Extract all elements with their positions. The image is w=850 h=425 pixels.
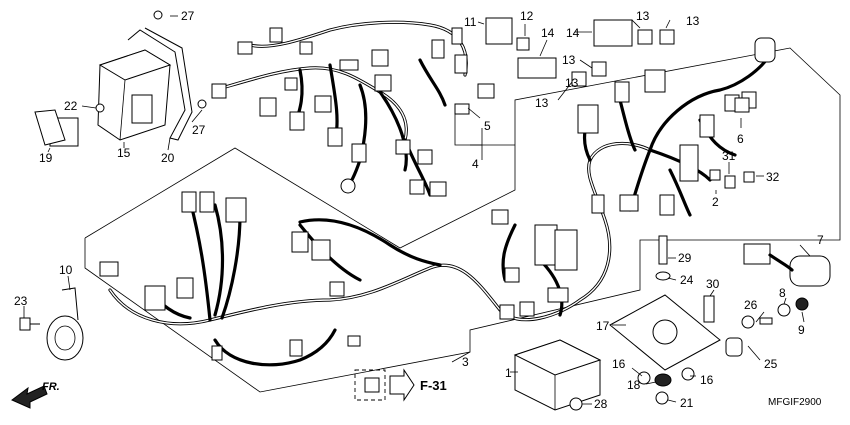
callout-14-b: 14 [566, 26, 580, 40]
reference-label: F-31 [420, 378, 447, 393]
callout-13-c: 13 [562, 53, 576, 67]
leader-lines [23, 15, 811, 405]
callout-21: 21 [680, 396, 694, 410]
drawing-code: MFGIF2900 [768, 397, 822, 408]
callout-31: 31 [722, 149, 736, 163]
callout-8: 8 [779, 286, 786, 300]
callout-1: 1 [505, 366, 512, 380]
callout-7: 7 [817, 233, 824, 247]
callout-3: 3 [462, 355, 469, 369]
callout-32: 32 [766, 170, 780, 184]
callout-28: 28 [594, 397, 608, 411]
callout-12: 12 [520, 9, 534, 23]
callout-22: 22 [64, 99, 78, 113]
sub-harness [211, 20, 468, 197]
front-direction-indicator: FR. [11, 381, 60, 409]
callout-5: 5 [484, 119, 491, 133]
callout-13-b: 13 [686, 14, 700, 28]
assembly-boundary [84, 47, 841, 393]
reference-indicator: F-31 [354, 368, 447, 402]
callout-17: 17 [596, 319, 610, 333]
callout-10: 10 [59, 263, 73, 277]
callout-18: 18 [627, 378, 641, 392]
callout-13-d: 13 [565, 76, 579, 90]
callout-25: 25 [764, 357, 778, 371]
callout-16-a: 16 [612, 357, 626, 371]
horn-assembly [19, 287, 84, 361]
callout-4: 4 [472, 157, 479, 171]
callout-27-b: 27 [192, 123, 206, 137]
callout-9: 9 [798, 323, 805, 337]
regulator-rectifier-assembly [364, 235, 831, 411]
callout-29: 29 [678, 251, 692, 265]
callout-30: 30 [706, 277, 720, 291]
front-label: FR. [42, 381, 60, 393]
relay-group [454, 17, 755, 189]
callout-6: 6 [737, 132, 744, 146]
callout-23: 23 [14, 294, 28, 308]
main-wire-harness [99, 37, 776, 367]
callout-11: 11 [464, 15, 477, 29]
callout-20: 20 [161, 151, 175, 165]
callout-13-a: 13 [636, 9, 650, 23]
callout-2: 2 [712, 195, 719, 209]
callout-24: 24 [680, 273, 694, 287]
callout-26: 26 [744, 298, 758, 312]
callout-16-b: 16 [700, 373, 714, 387]
callout-13-e: 13 [535, 96, 549, 110]
callout-27-a: 27 [181, 9, 195, 23]
callout-19: 19 [39, 151, 53, 165]
callout-15: 15 [117, 146, 131, 160]
callout-14-a: 14 [541, 26, 555, 40]
callout-numbers: 1 2 3 4 5 6 7 8 9 10 11 12 13 13 13 13 1… [14, 9, 824, 411]
ecu-bracket-assembly [34, 10, 207, 147]
